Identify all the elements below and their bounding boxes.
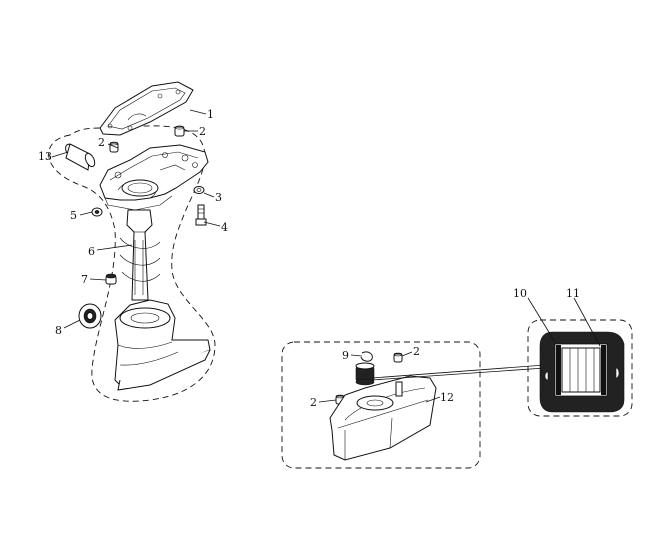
part-9-clip [360,351,373,362]
callout-10: 10 [513,287,527,300]
bearing-gear [355,362,375,386]
part-4-bolt [195,204,207,226]
part-1-cover-plate [99,81,194,136]
part-2-bushing-upper-right [174,125,185,137]
callout-6: 6 [88,245,95,258]
leader-lines [51,109,601,403]
part-13-sleeve [65,143,96,171]
callout-13: 13 [38,150,52,163]
callout-2-middle-upper: 2 [413,345,420,358]
callout-1: 1 [207,108,214,121]
detail-leader-line-2 [371,364,546,379]
detail-dashed-box [527,319,633,417]
callout-9: 9 [342,349,349,362]
bearing-detail-section [539,331,625,413]
part-5-nut [91,207,103,217]
part-8-seal [78,303,102,329]
part-2-bushing-upper-left [109,141,119,153]
callout-7: 7 [81,273,88,286]
callout-3: 3 [215,191,222,204]
upper-casting-housing [99,144,209,211]
part-7-plug [105,273,117,285]
callout-4: 4 [221,221,228,234]
callout-12: 12 [440,391,454,404]
lower-unit-dashed-box [281,341,481,469]
part-2-bushing-middle-upper [393,352,403,363]
part-6-drive-shaft-tube [119,209,161,301]
callout-2-upper-right: 2 [199,125,206,138]
part-3-washer [193,186,205,194]
lower-leg-casting [114,299,211,391]
callout-11: 11 [566,287,580,300]
detail-leader-line [371,367,546,381]
callout-8: 8 [55,324,62,337]
part-12-lower-case [329,375,437,461]
callout-5: 5 [70,209,77,222]
callout-2-upper-left: 2 [98,136,105,149]
callout-2-middle-left: 2 [310,396,317,409]
